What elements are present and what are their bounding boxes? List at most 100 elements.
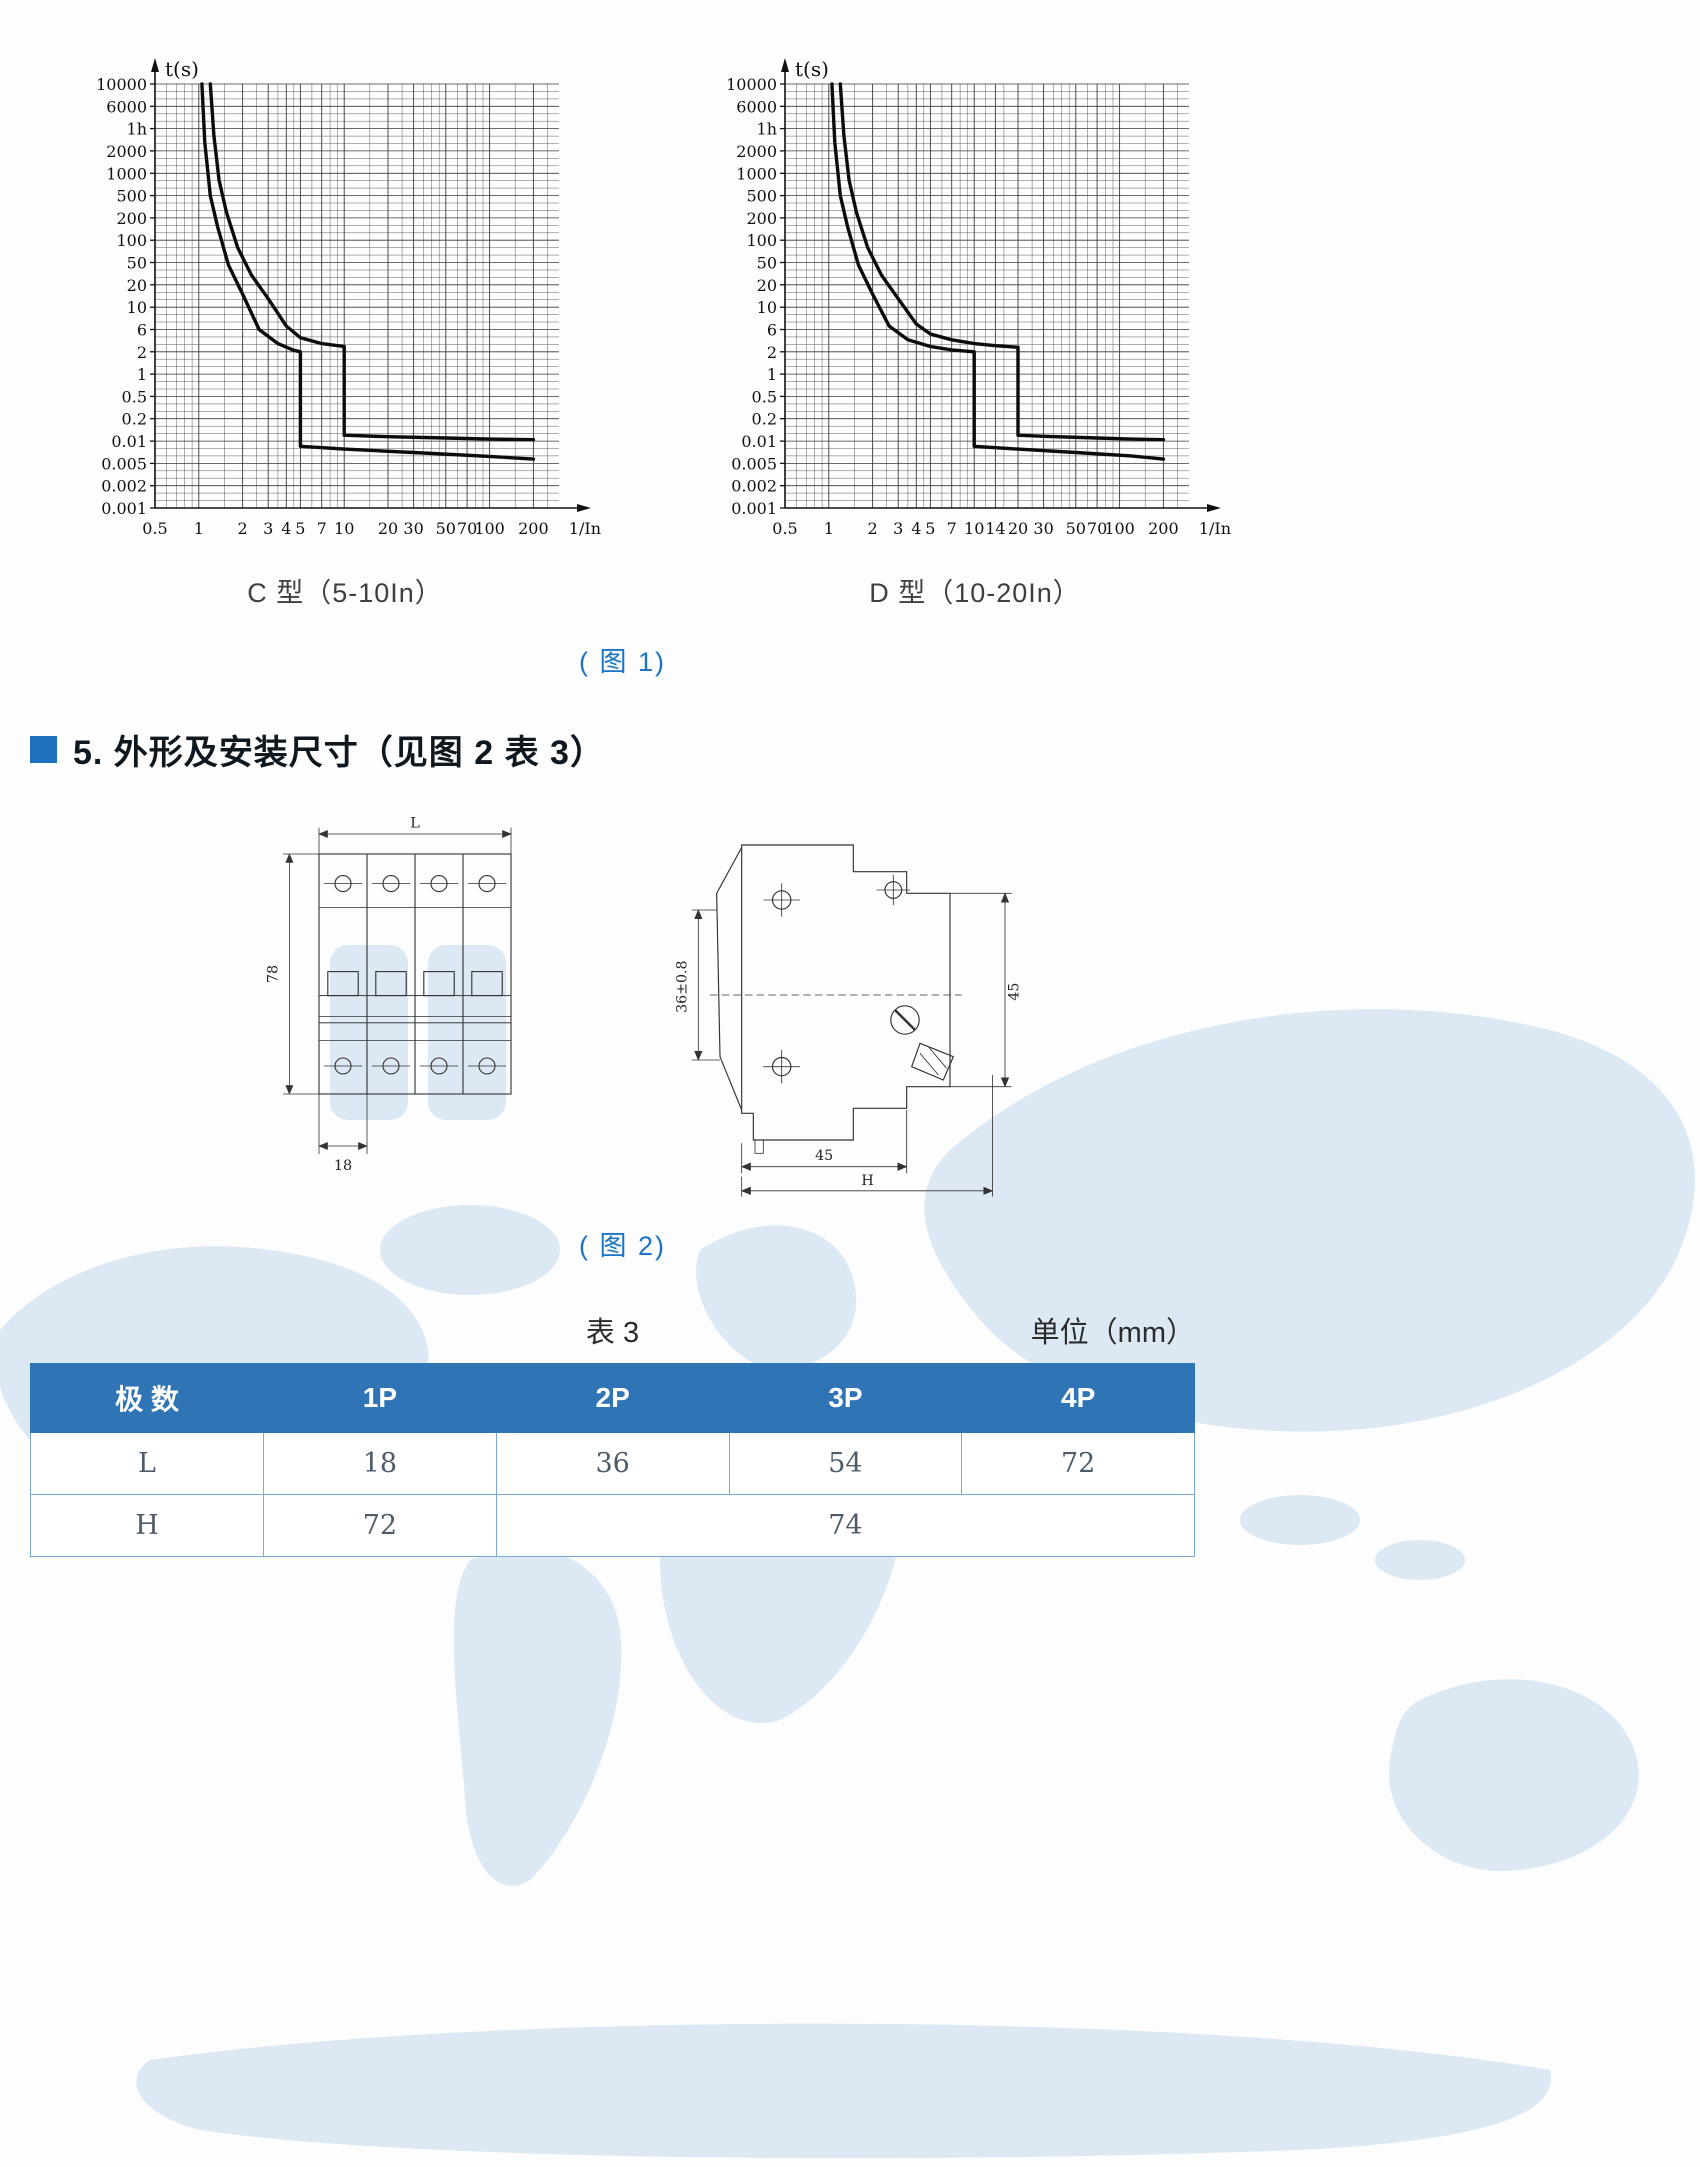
table-row-H: H 72 74 — [30, 1493, 1196, 1557]
svg-text:2: 2 — [767, 343, 777, 362]
svg-text:2: 2 — [238, 519, 248, 538]
figure2-drawings: L 78 18 — [215, 810, 1700, 1202]
header-4p: 4P — [961, 1362, 1195, 1433]
svg-text:0.2: 0.2 — [752, 410, 777, 429]
svg-text:3: 3 — [263, 519, 273, 538]
svg-text:0.002: 0.002 — [101, 477, 147, 496]
heading-square-bullet-icon — [30, 736, 57, 763]
svg-text:500: 500 — [746, 187, 777, 206]
svg-text:100: 100 — [474, 519, 505, 538]
svg-text:2000: 2000 — [736, 142, 777, 161]
svg-text:10: 10 — [334, 519, 354, 538]
svg-text:6: 6 — [767, 321, 777, 340]
side-total-depth-dim-label: H — [861, 1173, 873, 1189]
side-view-drawing: 36±0.8 45 45 H — [675, 844, 1022, 1197]
svg-text:4: 4 — [281, 519, 291, 538]
svg-text:1h: 1h — [757, 120, 777, 139]
front-module-width-dim-label: 18 — [334, 1158, 352, 1174]
table3-label: 表 3 — [585, 1316, 640, 1349]
svg-text:2: 2 — [137, 343, 147, 362]
svg-text:1: 1 — [824, 519, 834, 538]
side-panel-height-dim-label: 36±0.8 — [675, 960, 691, 1012]
figure1-caption: ( 图 1) — [578, 647, 666, 677]
side-depth-dim-label: 45 — [815, 1148, 833, 1164]
svg-text:1: 1 — [137, 365, 147, 384]
svg-text:50: 50 — [1066, 519, 1086, 538]
svg-text:0.01: 0.01 — [111, 432, 147, 451]
svg-text:1: 1 — [767, 365, 777, 384]
svg-text:7: 7 — [947, 519, 957, 538]
svg-text:1000: 1000 — [106, 164, 147, 183]
svg-text:200: 200 — [746, 209, 777, 228]
svg-text:30: 30 — [1033, 519, 1053, 538]
svg-text:20: 20 — [127, 276, 147, 295]
svg-text:0.002: 0.002 — [731, 477, 777, 496]
svg-text:200: 200 — [116, 209, 147, 228]
svg-text:20: 20 — [1008, 519, 1028, 538]
svg-text:1: 1 — [194, 519, 204, 538]
svg-text:0.2: 0.2 — [122, 410, 147, 429]
section-heading: 5. 外形及安装尺寸（见图 2 表 3） — [30, 725, 1700, 774]
figure2-caption: ( 图 2) — [578, 1230, 666, 1261]
svg-text:200: 200 — [1148, 519, 1179, 538]
svg-text:1000: 1000 — [736, 164, 777, 183]
svg-text:0.5: 0.5 — [772, 519, 797, 538]
svg-text:0.001: 0.001 — [101, 499, 147, 518]
chart-d-caption: D 型（10-20In） — [869, 578, 1081, 608]
svg-text:50: 50 — [436, 519, 456, 538]
svg-text:0.01: 0.01 — [741, 432, 777, 451]
svg-text:1/In: 1/In — [1199, 519, 1231, 538]
row-H-1p: 72 — [263, 1493, 497, 1557]
table3-unit-label: 单位（mm） — [1030, 1316, 1195, 1349]
row-L-2p: 36 — [495, 1431, 730, 1495]
svg-text:50: 50 — [757, 254, 777, 273]
svg-text:200: 200 — [518, 519, 549, 538]
header-2p: 2P — [495, 1362, 730, 1433]
side-right-height-dim-label: 45 — [1006, 983, 1022, 1001]
front-width-dim-label: L — [410, 816, 420, 832]
table3-meta: 表 3 单位（mm） — [30, 1309, 1195, 1349]
svg-text:1/In: 1/In — [569, 519, 601, 538]
row-L-4p: 72 — [961, 1431, 1195, 1495]
svg-text:4: 4 — [911, 519, 921, 538]
row-L-3p: 54 — [728, 1431, 963, 1495]
svg-text:10000: 10000 — [726, 75, 777, 94]
svg-text:100: 100 — [746, 231, 777, 250]
svg-text:100: 100 — [1104, 519, 1135, 538]
svg-text:0.005: 0.005 — [731, 454, 777, 473]
row-H-label: H — [30, 1493, 264, 1557]
svg-text:t(s): t(s) — [795, 57, 829, 81]
svg-text:1h: 1h — [127, 120, 147, 139]
svg-text:100: 100 — [116, 231, 147, 250]
front-view-drawing: L 78 18 — [265, 816, 512, 1174]
section-heading-text: 5. 外形及安装尺寸（见图 2 表 3） — [73, 734, 605, 772]
svg-text:6: 6 — [137, 321, 147, 340]
svg-text:0.005: 0.005 — [101, 454, 147, 473]
svg-text:0.5: 0.5 — [142, 519, 167, 538]
svg-text:3: 3 — [893, 519, 903, 538]
svg-text:5: 5 — [295, 519, 305, 538]
svg-text:5: 5 — [925, 519, 935, 538]
front-height-dim-label: 78 — [265, 965, 281, 983]
svg-text:2000: 2000 — [106, 142, 147, 161]
row-H-2p-4p: 74 — [495, 1493, 1196, 1557]
svg-text:10000: 10000 — [96, 75, 147, 94]
svg-text:10: 10 — [964, 519, 984, 538]
dimension-table: 极 数 1P 2P 3P 4P L 18 36 54 72 H 72 — [30, 1362, 1196, 1557]
svg-text:70: 70 — [1087, 519, 1107, 538]
svg-text:7: 7 — [317, 519, 327, 538]
header-1p: 1P — [263, 1362, 497, 1433]
svg-text:500: 500 — [116, 187, 147, 206]
svg-text:50: 50 — [127, 254, 147, 273]
svg-text:20: 20 — [757, 276, 777, 295]
svg-text:10: 10 — [757, 298, 777, 317]
svg-text:30: 30 — [403, 519, 423, 538]
svg-text:10: 10 — [127, 298, 147, 317]
row-L-1p: 18 — [263, 1431, 497, 1495]
chart-c-caption: C 型（5-10In） — [247, 578, 443, 608]
